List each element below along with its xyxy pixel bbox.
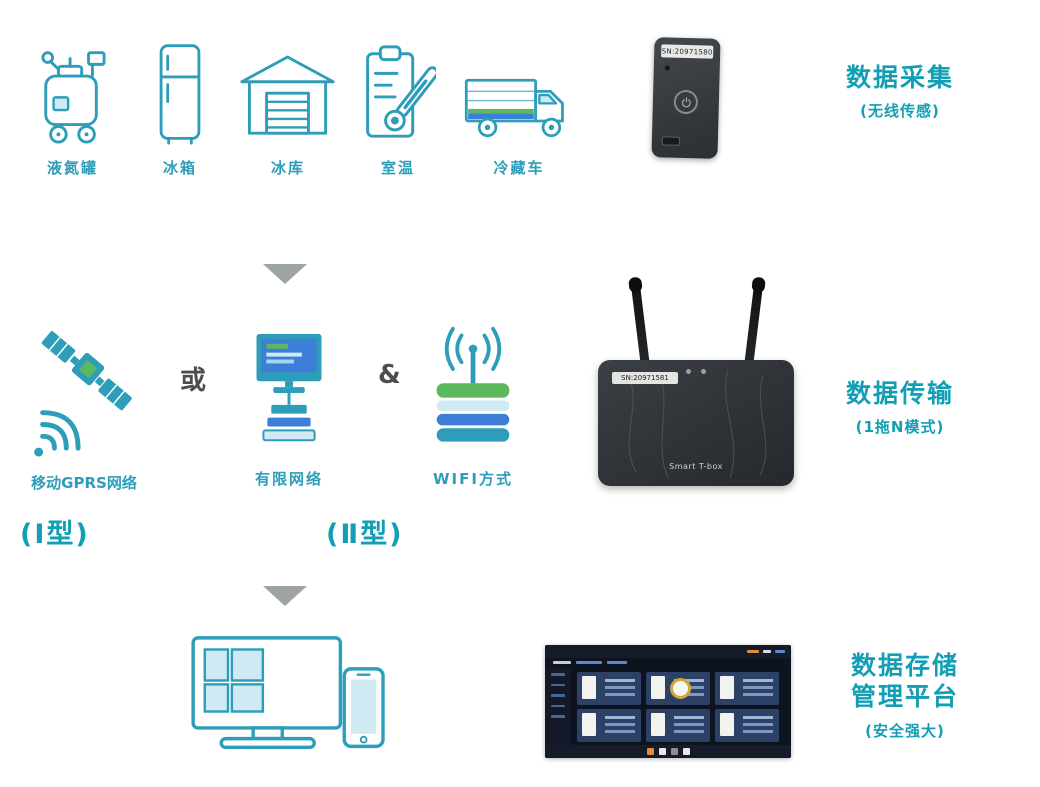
sensor-label: 冰箱 bbox=[162, 159, 197, 177]
network-label: 有限网络 bbox=[254, 470, 323, 488]
screenshot-card bbox=[715, 709, 779, 742]
screenshot-navbar bbox=[545, 658, 791, 667]
sensor-cold-storage: 冰库 bbox=[238, 40, 338, 178]
wifi-router-icon bbox=[427, 322, 519, 456]
cold-storage-icon bbox=[238, 40, 338, 145]
network-gprs: 移动GPRS网络 bbox=[18, 322, 150, 493]
wired-network-icon bbox=[243, 328, 335, 456]
or-connector: 或 bbox=[180, 366, 207, 396]
type2-label: (Ⅱ型) bbox=[326, 519, 404, 550]
liquid-nitrogen-tank-icon bbox=[25, 40, 120, 145]
monitor-phone-icon bbox=[187, 634, 393, 758]
stage-title: 数据传输 bbox=[845, 379, 954, 408]
screenshot-bottombar bbox=[545, 745, 791, 758]
stage-subtitle: (安全强大) bbox=[865, 721, 945, 740]
down-arrow-icon bbox=[263, 586, 307, 606]
sensor-label: 冷藏车 bbox=[493, 159, 545, 177]
device-sn-sticker: SN:20971581 bbox=[612, 372, 678, 384]
screenshot-card bbox=[577, 672, 641, 705]
network-label: WIFI方式 bbox=[433, 470, 513, 488]
stage-data-transmission: 数据传输 (1拖N模式) bbox=[825, 378, 975, 437]
satellite-gprs-icon bbox=[21, 322, 147, 460]
stage-data-storage: 数据存储 管理平台 (安全强大) bbox=[830, 650, 980, 741]
tbox-body: SN:20971581 Smart T-box bbox=[598, 360, 794, 486]
stage-title-line1: 数据存储 bbox=[850, 651, 959, 680]
stage-data-collection: 数据采集 (无线传感) bbox=[825, 62, 975, 121]
sensor-device-photo: SN:20971580 bbox=[651, 37, 721, 159]
power-button-icon bbox=[673, 89, 699, 115]
screenshot-topbar bbox=[545, 645, 791, 658]
device-sn-sticker: SN:20971580 bbox=[661, 44, 714, 59]
stage-title-line2: 管理平台 bbox=[850, 682, 959, 712]
stage-title: 数据采集 bbox=[845, 63, 954, 92]
antenna-icon bbox=[743, 279, 764, 373]
sensor-room-temperature: 室温 bbox=[360, 40, 436, 178]
screenshot-card bbox=[646, 709, 710, 742]
client-devices bbox=[186, 634, 394, 758]
network-wifi: WIFI方式 bbox=[426, 322, 520, 489]
type1-label: (Ⅰ型) bbox=[20, 519, 90, 550]
refrigerated-truck-icon bbox=[459, 40, 579, 145]
network-wired: 有限网络 bbox=[243, 328, 335, 489]
sensor-label: 冰库 bbox=[270, 159, 305, 177]
status-leds bbox=[686, 369, 706, 374]
sensor-label: 液氮罐 bbox=[46, 159, 98, 177]
device-name-label: Smart T-box bbox=[669, 462, 723, 471]
stage-subtitle: (1拖N模式) bbox=[855, 418, 945, 437]
antenna-icon bbox=[630, 279, 651, 373]
room-temperature-icon bbox=[361, 40, 436, 145]
screenshot-logo-ring bbox=[670, 678, 691, 699]
screenshot-sidebar bbox=[545, 667, 571, 745]
usb-port bbox=[661, 136, 680, 146]
stage-subtitle: (无线传感) bbox=[860, 102, 940, 121]
sensor-label: 室温 bbox=[380, 159, 415, 177]
platform-screenshot bbox=[545, 645, 791, 758]
sensor-refrigerator: 冰箱 bbox=[150, 40, 210, 178]
sensor-refrigerated-truck: 冷藏车 bbox=[458, 40, 580, 178]
sensor-liquid-nitrogen: 液氮罐 bbox=[25, 40, 120, 178]
down-arrow-icon bbox=[263, 264, 307, 284]
ampersand-connector: & bbox=[378, 360, 401, 390]
refrigerator-icon bbox=[151, 40, 209, 145]
screenshot-card bbox=[715, 672, 779, 705]
network-label: 移动GPRS网络 bbox=[31, 474, 137, 492]
tbox-device-photo: SN:20971581 Smart T-box bbox=[598, 279, 794, 486]
device-hole bbox=[664, 65, 670, 71]
screenshot-card bbox=[577, 709, 641, 742]
